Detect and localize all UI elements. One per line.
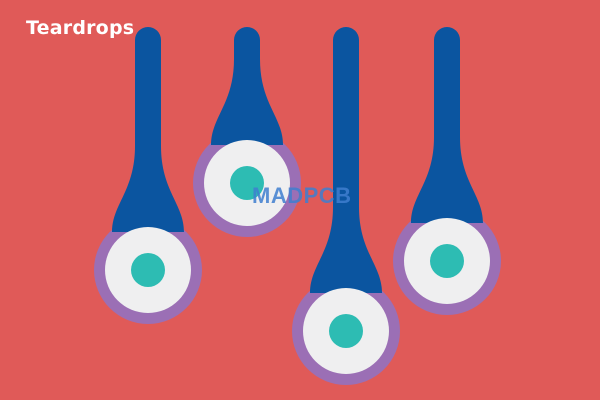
trace-teardrop xyxy=(211,27,283,145)
page-title: Teardrops xyxy=(26,17,135,39)
drill-hole xyxy=(230,166,264,200)
teardrop-4 xyxy=(393,27,501,315)
trace-teardrop xyxy=(310,27,382,293)
drill-hole xyxy=(430,244,464,278)
teardrop-1 xyxy=(94,27,202,324)
teardrop-2 xyxy=(193,27,301,237)
drill-hole xyxy=(131,253,165,287)
teardrop-3 xyxy=(292,27,400,385)
trace-teardrop xyxy=(112,27,184,232)
drill-hole xyxy=(329,314,363,348)
trace-teardrop xyxy=(411,27,483,223)
watermark-text: MADPCB xyxy=(252,183,352,208)
